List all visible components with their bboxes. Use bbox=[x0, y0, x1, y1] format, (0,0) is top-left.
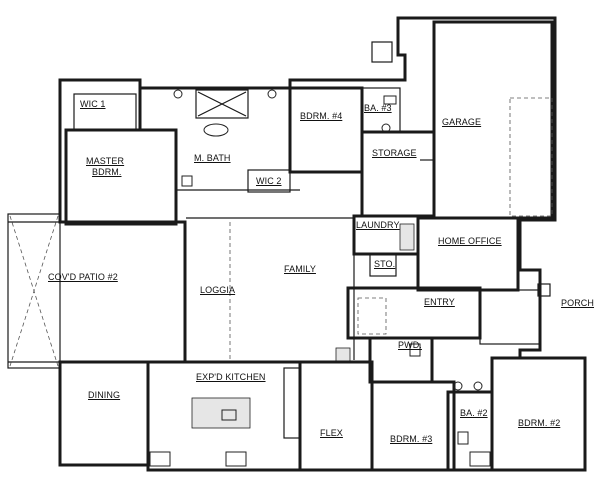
shower-diag-2 bbox=[197, 91, 247, 117]
label-bdrm2: BDRM. #2 bbox=[518, 418, 561, 428]
label-wic1: WIC 1 bbox=[80, 99, 106, 109]
porch-wall bbox=[479, 289, 541, 345]
porch-column bbox=[537, 283, 551, 297]
label-kitchen: EXP'D KITCHEN bbox=[196, 372, 266, 382]
label-sto: STO. bbox=[374, 259, 396, 269]
ba2-lav-icon-1 bbox=[453, 381, 463, 391]
label-porch: PORCH bbox=[561, 298, 595, 308]
fridge-icon bbox=[149, 451, 171, 467]
master-bedroom-wall bbox=[64, 128, 178, 226]
label-loggia: LOGGIA bbox=[200, 285, 236, 295]
label-bdrm3: BDRM. #3 bbox=[390, 434, 433, 444]
lav-icon-2 bbox=[267, 89, 277, 99]
home-office-wall bbox=[416, 216, 520, 292]
garage-entry-box bbox=[371, 41, 393, 63]
fireplace-icon bbox=[335, 347, 351, 363]
patio-outline bbox=[7, 213, 61, 369]
label-ba2: BA. #2 bbox=[460, 408, 488, 418]
label-ba3: BA. #3 bbox=[364, 103, 392, 113]
dining-wall bbox=[58, 360, 150, 467]
garage-door-1 bbox=[509, 97, 553, 217]
wic2-wall bbox=[247, 169, 291, 193]
bdrm4-wall bbox=[288, 86, 364, 174]
entry-rug bbox=[357, 297, 387, 335]
label-home-office: HOME OFFICE bbox=[438, 236, 502, 246]
storage-wall bbox=[360, 130, 436, 218]
bdrm2-wall bbox=[490, 356, 587, 472]
kitchen-sink-icon bbox=[221, 409, 237, 421]
exterior-wall bbox=[58, 16, 587, 472]
pantry-wall bbox=[283, 367, 301, 439]
ba2-lav-icon-2 bbox=[473, 381, 483, 391]
label-flex: FLEX bbox=[320, 428, 343, 438]
bathtub-icon bbox=[203, 123, 229, 137]
ba2-toilet-icon bbox=[457, 431, 469, 445]
range-icon bbox=[225, 451, 247, 467]
kitchen-island bbox=[191, 397, 251, 429]
patio-diagonal-2 bbox=[9, 215, 59, 367]
toilet-icon bbox=[181, 175, 193, 187]
label-dining: DINING bbox=[88, 390, 121, 400]
ba3-vanity-icon bbox=[383, 95, 397, 105]
lav-icon-1 bbox=[173, 89, 183, 99]
label-family: FAMILY bbox=[284, 264, 316, 274]
pwd-toilet-icon bbox=[409, 343, 421, 357]
label-covd-patio: COV'D PATIO #2 bbox=[48, 272, 118, 282]
bdrm3-wall bbox=[370, 380, 456, 472]
label-garage: GARAGE bbox=[442, 117, 482, 127]
sto-wall bbox=[369, 253, 397, 277]
label-wic2: WIC 2 bbox=[256, 176, 282, 186]
label-master-line2: BDRM. bbox=[92, 167, 122, 177]
label-mbath: M. BATH bbox=[194, 153, 231, 163]
label-master-line1: MASTER bbox=[86, 156, 125, 166]
entry-wall bbox=[346, 286, 482, 340]
washer-icon bbox=[399, 223, 415, 251]
label-entry: ENTRY bbox=[424, 297, 455, 307]
label-bdrm4: BDRM. #4 bbox=[300, 111, 343, 121]
label-pwd: PWD. bbox=[398, 340, 422, 350]
ba2-tub-icon bbox=[469, 451, 491, 467]
label-storage: STORAGE bbox=[372, 148, 417, 158]
mbath-tub-area bbox=[195, 89, 249, 119]
label-laundry: LAUNDRY bbox=[356, 220, 400, 230]
flex-wall bbox=[298, 360, 374, 472]
